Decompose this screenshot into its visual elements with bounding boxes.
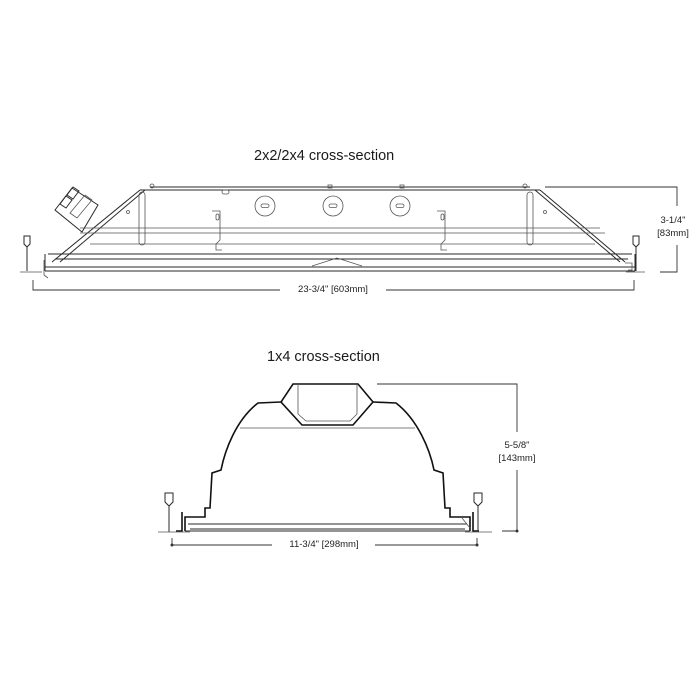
width-dimension-1x4: 11-3/4" [298mm] [274,539,374,551]
height-dimension-1x4-mm: [143mm] [492,453,542,465]
ceiling-tee-left [20,235,42,273]
height-dimension-2x2-inch: 3-1/4" [648,215,698,227]
driver-box [54,186,99,233]
cross-section-drawing-1x4 [158,383,492,533]
width-dimension-2x2: 23-3/4" [603mm] [282,284,384,296]
ceiling-tee-right [626,235,645,273]
height-dimension-1x4-inch: 5-5/8" [492,440,542,452]
section-title-1x4: 1x4 cross-section [267,349,380,365]
height-dimension-2x2-mm: [83mm] [648,228,698,240]
section-title-2x2-2x4: 2x2/2x4 cross-section [254,148,395,164]
